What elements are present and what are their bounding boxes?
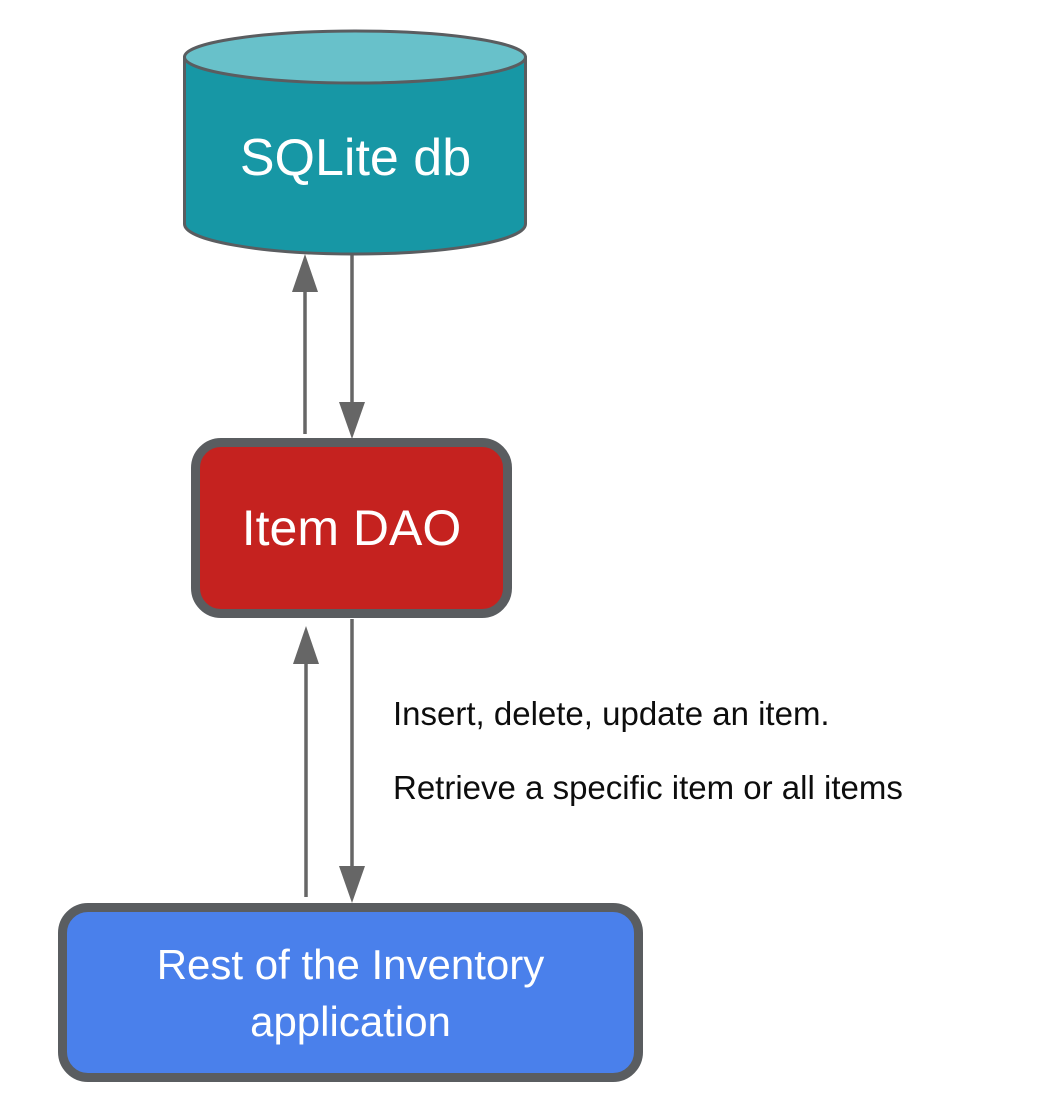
arrow-app-to-dao <box>293 626 319 897</box>
arrow-dao-to-app <box>339 619 365 903</box>
arrow-dao-to-db <box>292 254 318 434</box>
edge-annotation-line2: Retrieve a specific item or all items <box>393 769 903 806</box>
app-node-label: Rest of the Inventory application <box>156 940 545 1045</box>
database-cylinder-top <box>183 29 527 85</box>
database-cylinder <box>183 29 527 256</box>
dao-node-label: Item DAO <box>241 500 462 556</box>
dao-node: Item DAO <box>191 438 512 618</box>
edge-annotation-line1: Insert, delete, update an item. <box>393 695 830 732</box>
arrow-db-to-dao <box>339 253 365 439</box>
app-node: Rest of the Inventory application <box>58 903 643 1082</box>
